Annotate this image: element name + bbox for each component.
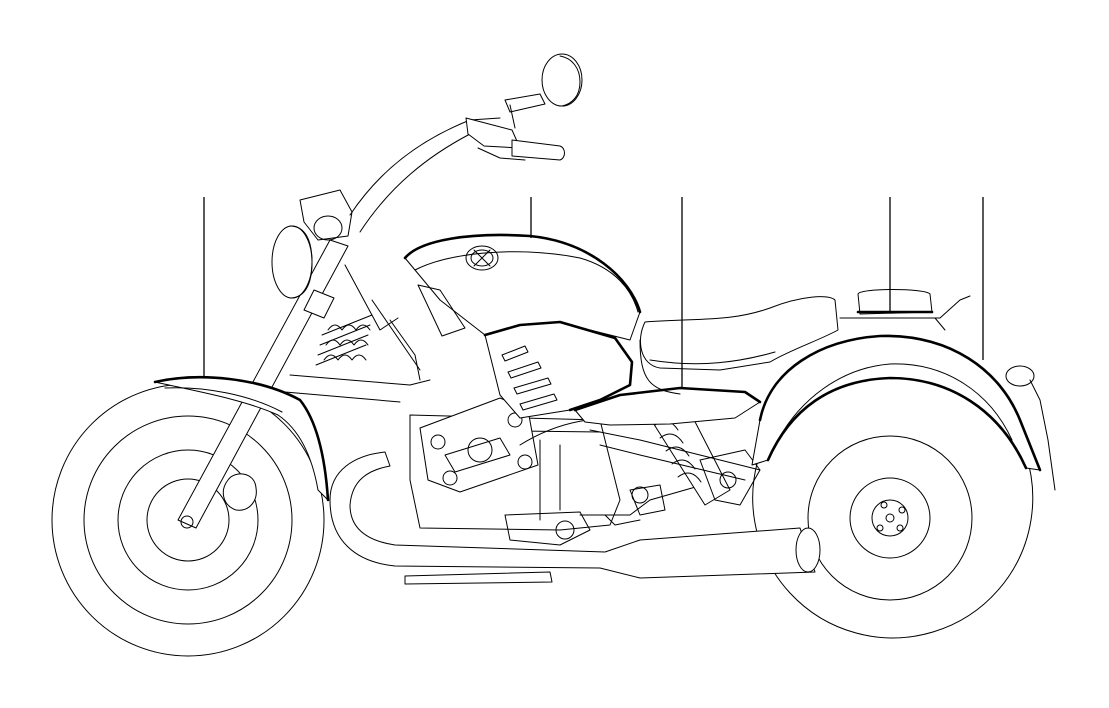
- seat: [639, 296, 839, 395]
- mirror: [541, 53, 583, 107]
- tank-side-panel: [483, 320, 762, 426]
- callout-leaders: [203, 197, 984, 388]
- instrument-cluster: [299, 189, 353, 241]
- exhaust-pipe: [329, 451, 821, 585]
- fuel-tank: [389, 233, 642, 381]
- handlebar: [349, 93, 565, 233]
- rear-shock-absorber: [649, 411, 761, 506]
- front-fender: [153, 376, 330, 502]
- headlight: [271, 225, 313, 299]
- footrest-assembly: [504, 479, 721, 546]
- rear-carrier-pad: [839, 289, 971, 331]
- engine-block: [409, 397, 621, 531]
- rear-fender: [751, 334, 1056, 491]
